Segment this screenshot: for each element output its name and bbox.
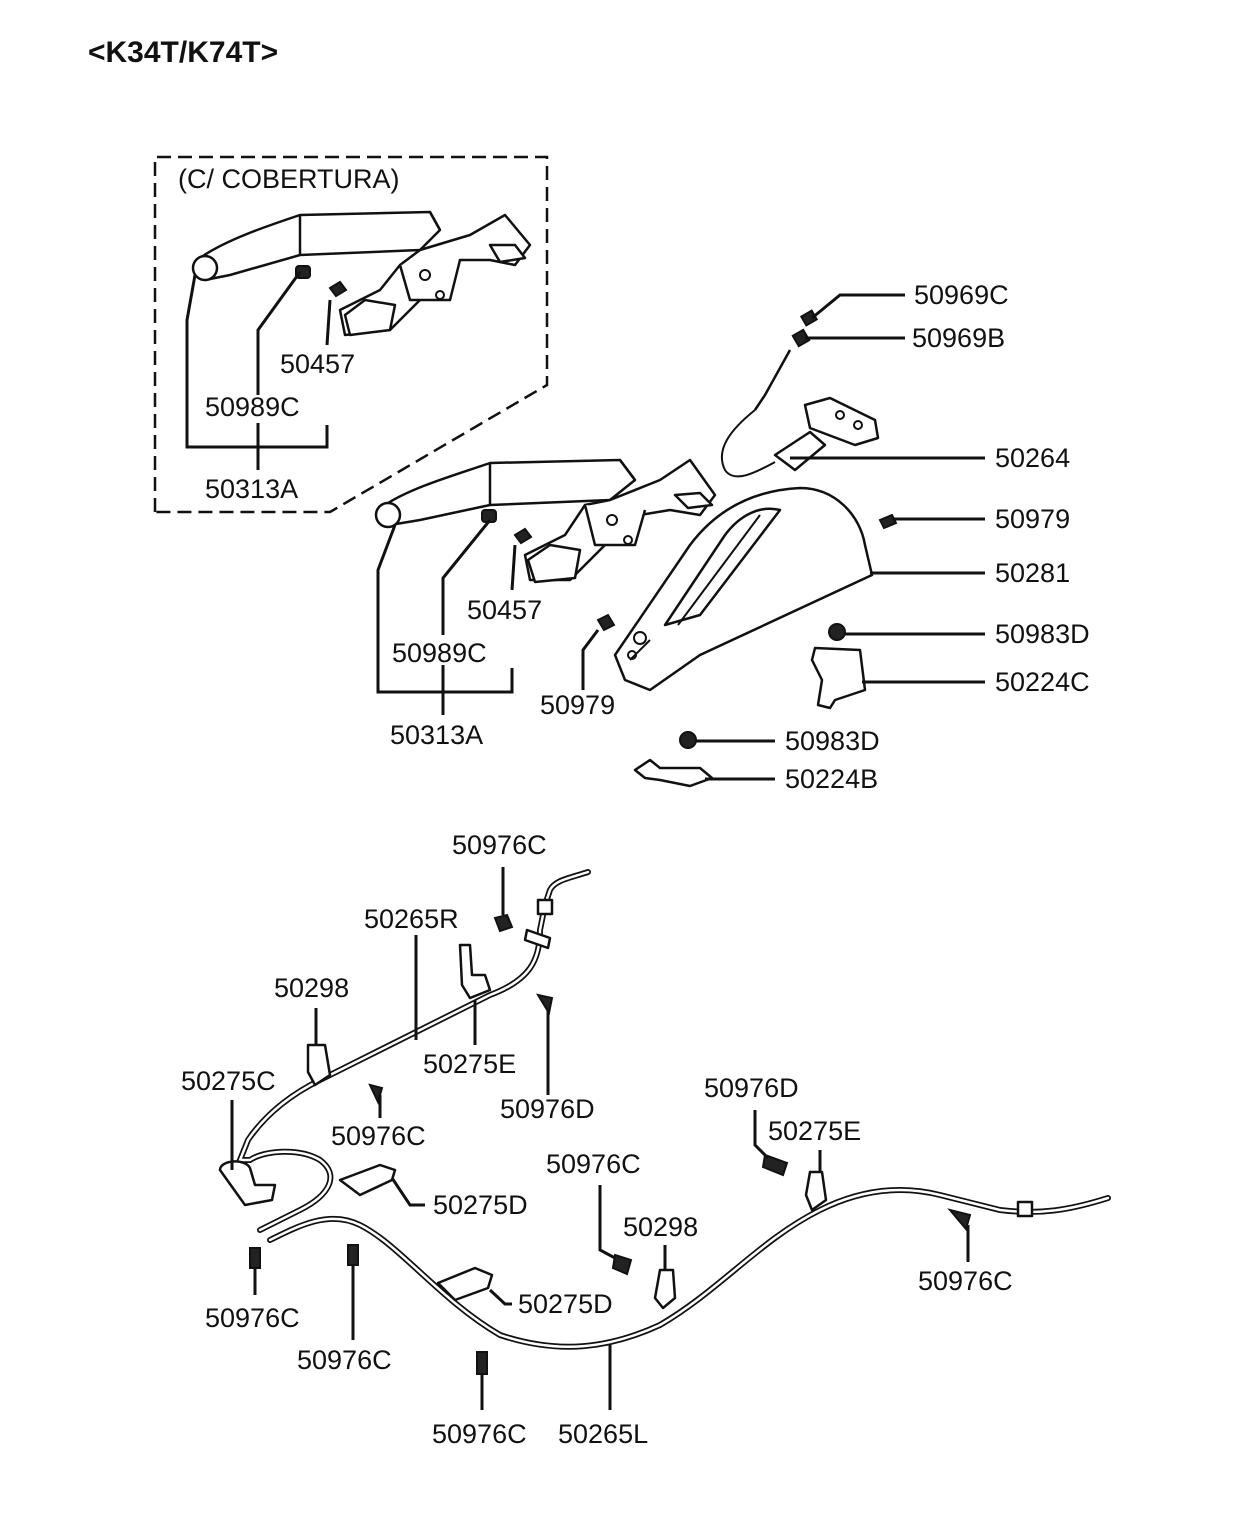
clip-50275E-right (804, 1170, 828, 1212)
bracket-50224C (810, 646, 867, 710)
inset-lever-assembly (191, 210, 532, 337)
cable-50265R (235, 869, 591, 1233)
bracket-50224B (633, 758, 714, 788)
clip-50275E-upper (458, 943, 492, 1000)
clip-50298-left (306, 1043, 332, 1087)
main-lever-assembly (374, 458, 717, 584)
label-50976C-mid: 50976C (331, 1121, 426, 1151)
label-50275D-upper: 50275D (433, 1190, 528, 1220)
inset-bracket-50313A (185, 274, 329, 449)
inset-label-50313A: 50313A (205, 474, 298, 504)
label-50275C: 50275C (181, 1066, 276, 1096)
label-50224C: 50224C (995, 667, 1090, 697)
label-50976D-right: 50976D (704, 1073, 799, 1103)
bracket-50313A (376, 524, 514, 694)
label-50457: 50457 (467, 595, 542, 625)
label-50265L: 50265L (558, 1419, 648, 1449)
label-50976C-top: 50976C (452, 830, 547, 860)
bolt-50976C-bl1 (249, 1247, 261, 1269)
label-50983D-upper: 50983D (995, 619, 1090, 649)
clip-50298-center (653, 1268, 677, 1310)
bolt-50976C-top (493, 913, 514, 933)
inset-label: (C/ COBERTURA) (178, 164, 400, 194)
diagram-title: <K34T/K74T> (88, 36, 278, 69)
label-50989C: 50989C (392, 638, 487, 668)
label-50265R: 50265R (364, 904, 459, 934)
clip-50275D-upper (338, 1163, 397, 1197)
leader-50989C (441, 519, 492, 635)
bolt-50976C-center (611, 1253, 633, 1276)
clip-50275D-lower (436, 1266, 494, 1302)
inset-label-50989C: 50989C (205, 392, 300, 422)
label-50264: 50264 (995, 443, 1070, 473)
inset-label-50457: 50457 (280, 349, 355, 379)
cable-50265L (267, 1187, 1111, 1350)
nut-50983D-lower (679, 731, 697, 749)
nut-50983D-upper (828, 623, 846, 641)
label-50976C-bl2: 50976C (297, 1345, 392, 1375)
inset-with-cover: (C/ COBERTURA) 50457 50989C 50313A (153, 155, 549, 514)
label-50979-left: 50979 (540, 690, 615, 720)
label-50976C-farright: 50976C (918, 1266, 1013, 1296)
label-50275E-right: 50275E (768, 1116, 861, 1146)
label-50969B: 50969B (912, 323, 1005, 353)
label-50976C-bottom: 50976C (432, 1419, 527, 1449)
label-50979-right: 50979 (995, 504, 1070, 534)
console-cover-50281 (613, 486, 874, 692)
screw-50979-left (596, 613, 616, 632)
bolt-50976C-farright (947, 1208, 972, 1232)
bolt-50976C-bl2 (347, 1244, 359, 1266)
label-50976C-bl1: 50976C (205, 1303, 300, 1333)
switch-cable-50264 (720, 309, 880, 478)
label-50976D-mid: 50976D (500, 1094, 595, 1124)
label-50298-center: 50298 (623, 1212, 698, 1242)
label-50313A: 50313A (390, 720, 483, 750)
clip-50275C (218, 1160, 277, 1207)
bolt-50976C-bottom (476, 1351, 488, 1375)
label-50275D-lower: 50275D (518, 1289, 613, 1319)
label-50969C: 50969C (914, 280, 1009, 310)
label-50281: 50281 (995, 558, 1070, 588)
leader-50969C (811, 293, 905, 320)
bolt-50976D-mid (535, 993, 554, 1016)
label-50224B: 50224B (785, 764, 878, 794)
bolt-50976D-right (761, 1153, 789, 1177)
label-50976C-center: 50976C (546, 1149, 641, 1179)
label-50298-left: 50298 (274, 973, 349, 1003)
inset-border (153, 155, 549, 514)
inset-leader-50457 (325, 299, 332, 346)
inset-leader-50989C (256, 271, 302, 395)
label-50275E-upper: 50275E (423, 1049, 516, 1079)
label-50983D-lower: 50983D (785, 726, 880, 756)
leader-50457 (510, 544, 517, 591)
